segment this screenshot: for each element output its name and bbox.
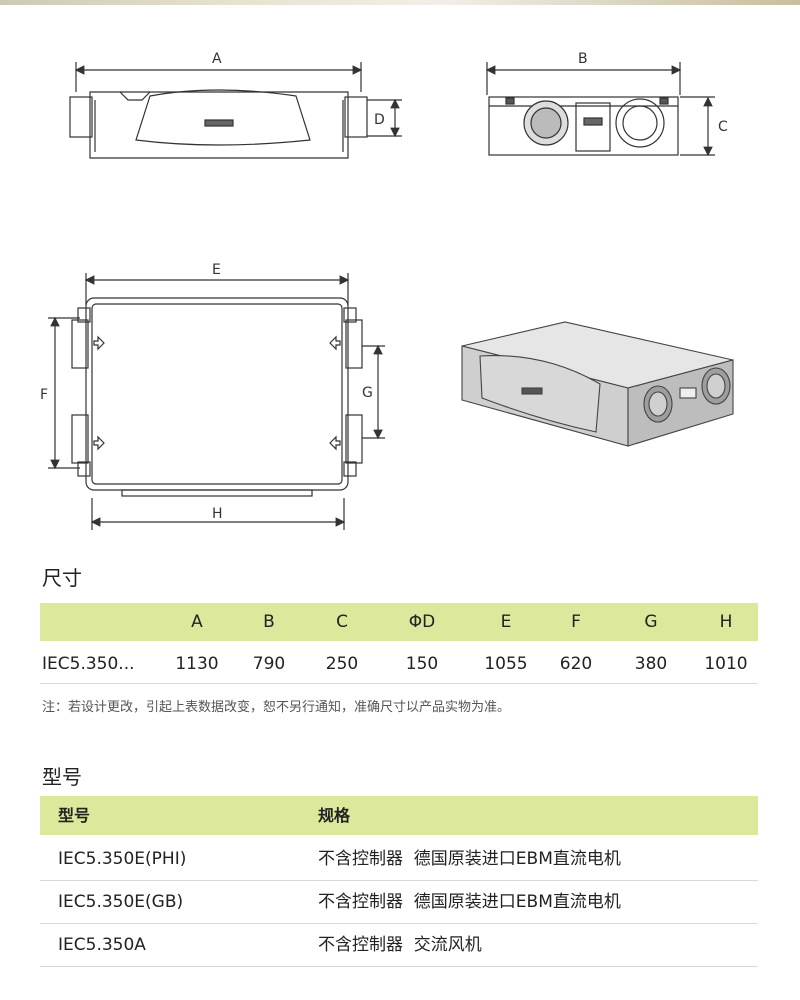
dim-cell: 1130 [175, 654, 219, 674]
dim-header-cell: A [191, 612, 203, 632]
label-h: H [212, 506, 223, 522]
model-spec: 不含控制器 交流风机 [318, 935, 482, 955]
label-d: D [374, 112, 385, 128]
drawing-side-view [485, 62, 715, 157]
dim-header-cell: C [336, 612, 348, 632]
drawing-plan-view [48, 273, 385, 530]
dimensions-title: 尺寸 [42, 566, 82, 590]
label-e: E [212, 262, 221, 278]
dim-header-cell: E [500, 612, 512, 632]
model-name: IEC5.350A [58, 935, 146, 955]
dim-header-cell [44, 603, 164, 641]
label-c: C [718, 119, 728, 135]
disclaimer-note: 注：若设计更改，引起上表数据改变，恕不另行通知，准确尺寸以产品实物为准。 [42, 700, 511, 715]
dim-header-cell: G [644, 612, 658, 632]
label-a: A [212, 51, 222, 67]
dim-cell: 250 [325, 654, 359, 674]
model-name: IEC5.350E(PHI) [58, 849, 187, 869]
models-header-spec: 规格 [318, 806, 351, 825]
label-f: F [40, 387, 48, 403]
dim-cell: 1010 [704, 654, 748, 674]
dim-header-cell: ΦD [408, 612, 436, 632]
models-header-model: 型号 [58, 806, 91, 825]
dim-header-cell: B [263, 612, 275, 632]
model-spec: 不含控制器 德国原装进口EBM直流电机 [318, 849, 621, 869]
dim-cell: 620 [559, 654, 593, 674]
dim-cell: 790 [252, 654, 286, 674]
label-b: B [578, 51, 588, 67]
table-row: IEC5.350E(GB) 不含控制器 德国原装进口EBM直流电机 [40, 881, 758, 924]
dim-cell: 380 [634, 654, 668, 674]
label-g: G [362, 385, 373, 401]
model-name: IEC5.350E(GB) [58, 892, 184, 912]
models-header-row: 型号 规格 [40, 796, 758, 835]
dim-header-cell: F [571, 612, 581, 632]
dimensions-header-row: A B C ΦD E F G H [40, 603, 758, 641]
drawing-front-view [69, 62, 402, 159]
technical-drawings: A D B C [40, 51, 734, 530]
dim-header-cell: H [719, 612, 733, 632]
top-photo-strip [0, 0, 800, 5]
model-spec: 不含控制器 德国原装进口EBM直流电机 [318, 892, 621, 912]
models-title: 型号 [42, 765, 82, 789]
table-row: IEC5.350A 不含控制器 交流风机 [40, 924, 758, 967]
dim-cell-model: IEC5.350... [42, 654, 135, 674]
product-isometric-view [461, 321, 734, 447]
dim-cell: 1055 [484, 654, 528, 674]
dimensions-data-row: IEC5.350... 1130 790 250 150 1055 620 38… [40, 645, 758, 684]
dim-cell: 150 [405, 654, 439, 674]
table-row: IEC5.350E(PHI) 不含控制器 德国原装进口EBM直流电机 [40, 838, 758, 881]
